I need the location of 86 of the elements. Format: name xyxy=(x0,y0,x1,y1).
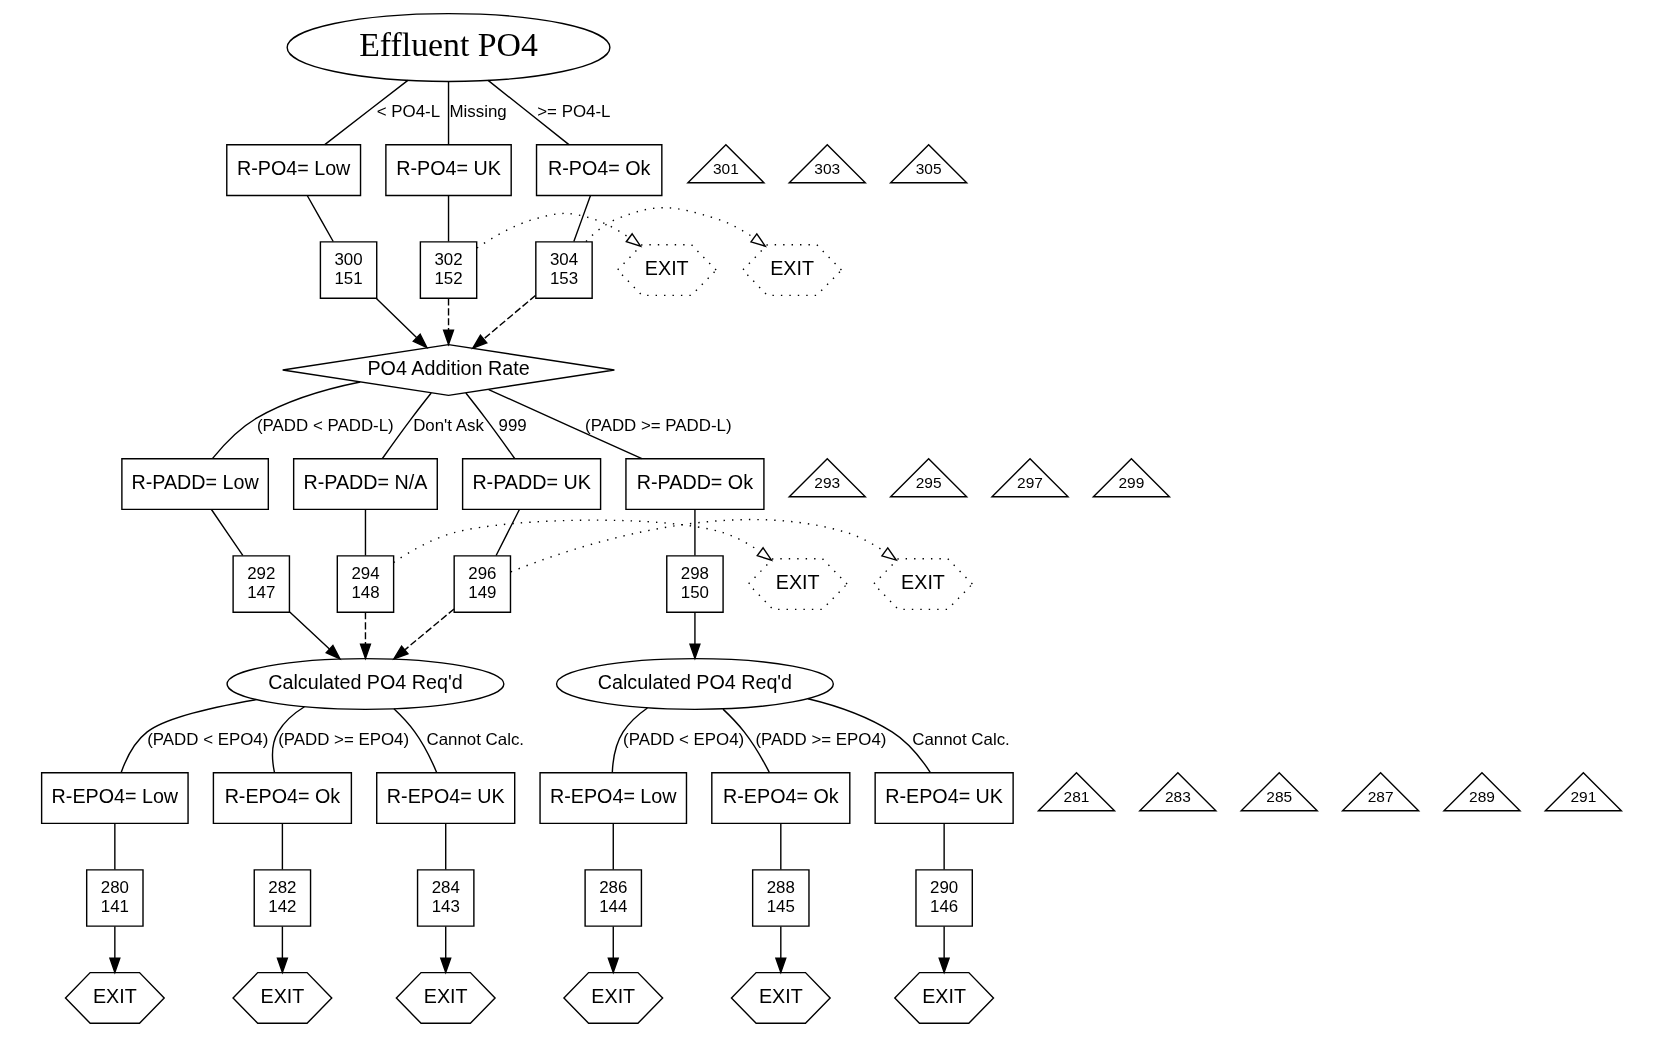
connector xyxy=(612,822,614,871)
node-box: 298 150 xyxy=(666,555,724,613)
arrow xyxy=(689,611,701,661)
node-box: R-PO4= Low xyxy=(226,144,362,197)
node-diamond: PO4 Addition Rate xyxy=(281,343,616,397)
edge-label: (PADD < PADD-L) xyxy=(256,416,394,436)
arrow xyxy=(359,611,372,661)
arrow xyxy=(476,212,643,249)
edge-label: (PADD >= EPO4) xyxy=(755,730,887,750)
edge-label: Cannot Calc. xyxy=(912,730,1010,750)
connector xyxy=(324,79,409,146)
connector xyxy=(120,698,258,773)
node-box: 280 141 xyxy=(86,869,144,927)
connector xyxy=(306,194,334,243)
connector xyxy=(943,822,945,871)
arrow xyxy=(585,207,767,248)
arrow xyxy=(375,297,429,350)
arrow xyxy=(442,297,455,347)
connector xyxy=(210,508,244,557)
node-box: R-EPO4= UK xyxy=(376,772,516,825)
arrow xyxy=(774,925,787,975)
node-box: R-EPO4= Ok xyxy=(711,772,851,825)
connector xyxy=(611,707,649,773)
connector xyxy=(271,706,306,773)
node-box: R-EPO4= Low xyxy=(40,772,189,825)
edge-label: 999 xyxy=(498,416,527,436)
edge-label: Missing xyxy=(449,102,507,122)
connector xyxy=(364,508,367,557)
connector xyxy=(381,392,432,460)
arrow xyxy=(108,925,121,975)
connector xyxy=(487,388,643,460)
arrow xyxy=(289,611,342,661)
connector xyxy=(445,822,447,871)
connector xyxy=(495,508,521,557)
node-ellipse: Calculated PO4 Req'd xyxy=(226,657,505,711)
edge-label: (PADD < EPO4) xyxy=(147,730,269,750)
arrow xyxy=(510,518,898,573)
node-box: R-PO4= Ok xyxy=(535,144,663,197)
arrow xyxy=(276,925,289,975)
node-box: R-PADD= UK xyxy=(461,458,602,511)
arrow xyxy=(471,294,537,350)
node-box: 292 147 xyxy=(232,555,291,613)
connector xyxy=(722,708,770,773)
connector xyxy=(465,392,516,460)
connector xyxy=(780,822,782,871)
node-box: 300 151 xyxy=(319,241,378,299)
node-box: R-EPO4= Ok xyxy=(212,772,353,825)
node-ellipse: Calculated PO4 Req'd xyxy=(555,657,834,711)
node-box: R-EPO4= Low xyxy=(539,772,688,825)
node-box: R-PADD= N/A xyxy=(292,458,438,511)
arrow xyxy=(938,925,951,975)
edge-label: < PO4-L xyxy=(376,102,441,122)
node-box: 284 143 xyxy=(416,869,475,927)
arrow xyxy=(393,519,774,564)
connector xyxy=(694,508,696,557)
connector xyxy=(211,381,361,460)
node-box: R-PO4= UK xyxy=(385,144,512,197)
node-box: 290 146 xyxy=(915,869,973,927)
connector xyxy=(114,822,116,871)
arrow xyxy=(439,925,452,975)
arrow xyxy=(607,925,620,975)
node-box: R-PADD= Ok xyxy=(625,458,765,511)
node-box: 296 149 xyxy=(453,555,512,613)
connector xyxy=(281,822,284,871)
edge-label: Don't Ask xyxy=(413,416,484,436)
node-box: 302 152 xyxy=(419,241,478,299)
arrow xyxy=(392,608,455,661)
node-box: 282 142 xyxy=(253,869,312,927)
edge-label: Cannot Calc. xyxy=(426,730,525,750)
connector xyxy=(447,80,450,146)
edge-label: >= PO4-L xyxy=(537,102,611,122)
edge-label: (PADD >= EPO4) xyxy=(278,730,410,750)
node-box: 294 148 xyxy=(336,555,395,613)
node-box: 304 153 xyxy=(535,241,593,299)
edge-label: (PADD < EPO4) xyxy=(623,730,745,750)
node-box: R-EPO4= UK xyxy=(874,772,1014,825)
connector xyxy=(393,708,438,774)
node-box: 286 144 xyxy=(584,869,643,927)
node-ellipse: Effluent PO4 xyxy=(286,12,611,83)
connector xyxy=(807,698,931,773)
node-box: R-PADD= Low xyxy=(121,458,269,511)
node-box: 288 145 xyxy=(751,869,810,927)
connector xyxy=(447,194,450,243)
connector xyxy=(573,194,592,243)
edge-label: (PADD >= PADD-L) xyxy=(585,416,732,436)
connector xyxy=(487,79,570,146)
